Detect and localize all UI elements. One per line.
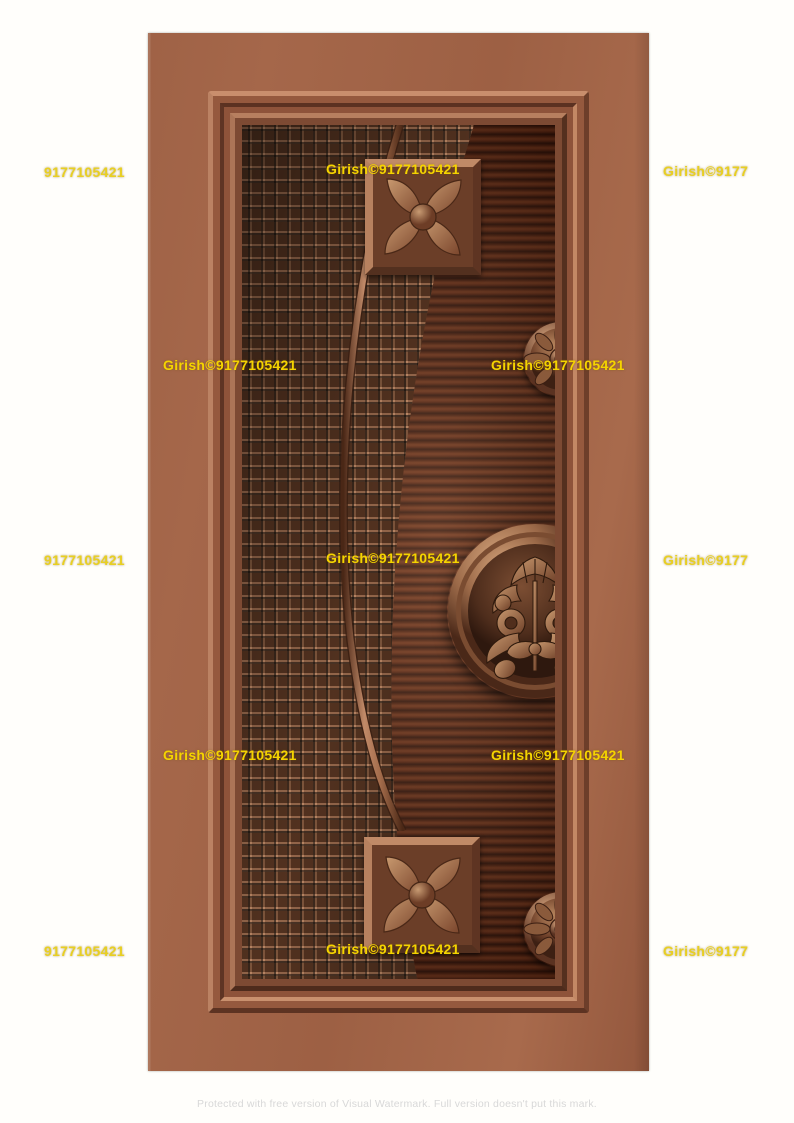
watermark-text: 9177105421 bbox=[44, 164, 125, 180]
door-frame-outer bbox=[208, 91, 589, 1013]
watermark-text: Girish©9177 bbox=[663, 163, 749, 179]
watermark-text: Girish©9177105421 bbox=[491, 357, 625, 373]
four-petal-flower-icon bbox=[373, 167, 473, 267]
watermark-text: Girish©9177105421 bbox=[326, 161, 460, 177]
door-frame-inner bbox=[230, 113, 567, 991]
watermark-text: Girish©9177105421 bbox=[326, 941, 460, 957]
door-slab bbox=[148, 33, 649, 1071]
watermark-text: Girish©9177 bbox=[663, 943, 749, 959]
central-floral-medallion bbox=[448, 524, 555, 698]
door-panel-recess bbox=[242, 125, 555, 979]
square-floral-panel-bottom bbox=[364, 837, 480, 953]
rosette-carving-bottom bbox=[523, 892, 555, 966]
four-petal-flower-icon bbox=[372, 845, 472, 945]
door-panel bbox=[242, 125, 555, 979]
watermark-text: Girish©9177105421 bbox=[163, 357, 297, 373]
visual-watermark-footnote: Protected with free version of Visual Wa… bbox=[197, 1098, 597, 1110]
watermark-text: Girish©9177 bbox=[663, 552, 749, 568]
watermark-text: Girish©9177105421 bbox=[326, 550, 460, 566]
square-floral-panel-top bbox=[365, 159, 481, 275]
square-panel-inner-bottom bbox=[372, 845, 472, 945]
door-frame-middle bbox=[220, 103, 577, 1001]
rosette-carving-top bbox=[523, 322, 555, 396]
watermark-text: Girish©9177105421 bbox=[491, 747, 625, 763]
watermark-text: 9177105421 bbox=[44, 943, 125, 959]
square-panel-inner-top bbox=[373, 167, 473, 267]
watermark-text: Girish©9177105421 bbox=[163, 747, 297, 763]
watermark-text: 9177105421 bbox=[44, 552, 125, 568]
